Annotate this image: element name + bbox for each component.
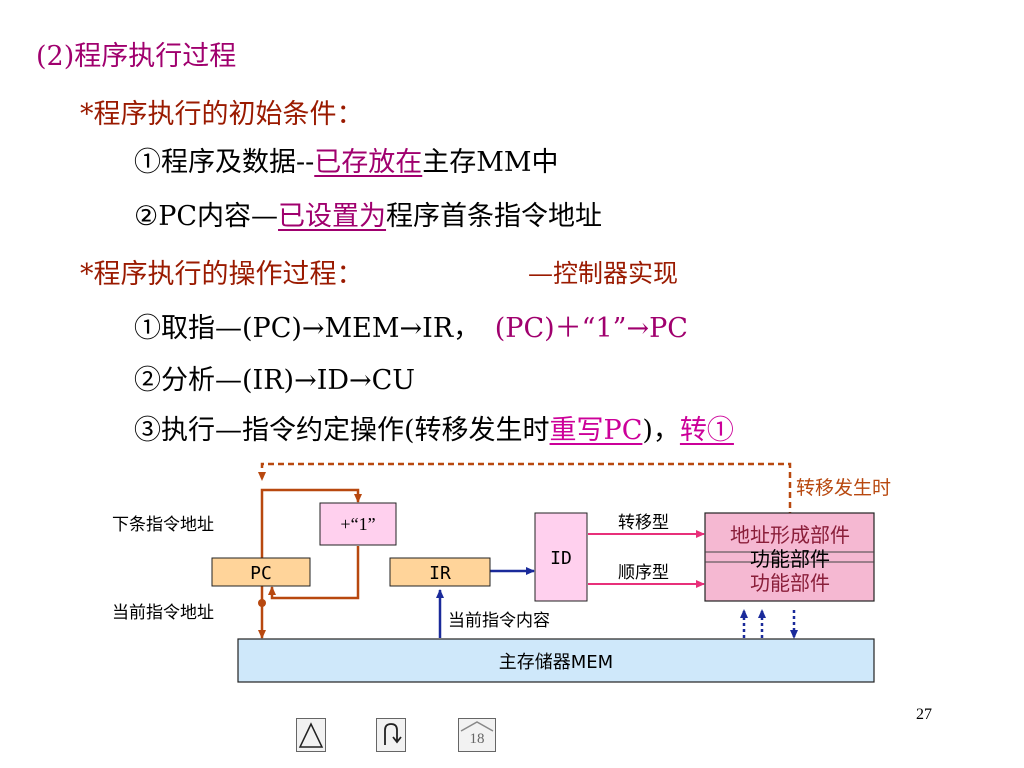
slide-index-label: 18 [469, 731, 485, 747]
fetch-c: IR， [422, 313, 481, 344]
initial-line-2-c: 程序首条指令地址 [386, 201, 603, 232]
arrow-icon: → [349, 365, 372, 396]
fetch-a: ①取指—(PC) [134, 313, 302, 344]
initial-line-1: ①程序及数据--已存放在主存MM中 [134, 140, 559, 179]
junction-dot [258, 599, 266, 607]
next-address-label: 下条指令地址 [112, 515, 214, 535]
initial-line-1-b: 已存放在 [314, 147, 423, 178]
function-unit-label-1: 功能部件 [750, 547, 830, 571]
ir-label: IR [429, 563, 451, 584]
section-heading: (2)程序执行过程 [36, 41, 237, 72]
plus-one-box [319, 502, 397, 546]
memory-label: 主存储器MEM [499, 652, 613, 673]
execute-d: )， [642, 415, 680, 446]
execute-line: ③执行—指令约定操作(转移发生时重写PC)，转① [134, 408, 734, 447]
branch-label: 转移型 [618, 513, 669, 533]
nav-return-button[interactable] [376, 718, 406, 752]
execute-e: 转① [679, 415, 734, 446]
nav-slide-index-button[interactable]: 18 [458, 718, 496, 752]
initial-line-2-a: ②PC内容— [134, 201, 279, 232]
initial-line-2: ②PC内容—已设置为程序首条指令地址 [134, 194, 602, 233]
unit-stack-box [704, 512, 875, 602]
plus-one-label: +“1” [340, 514, 375, 534]
arrow-icon: → [399, 313, 423, 344]
id-label: ID [550, 548, 572, 569]
fetch-line: ①取指—(PC)→MEM→IR， (PC)＋“1”→PC [134, 306, 688, 345]
jump-feedback-line [258, 462, 792, 598]
pc-to-plus-one-line [260, 488, 362, 558]
initial-conditions-title: *程序执行的初始条件： [80, 99, 364, 130]
jump-label: 转移发生时 [796, 477, 891, 499]
triangle-up-icon [298, 722, 324, 748]
page-number: 27 [916, 706, 932, 723]
address-unit-label: 地址形成部件 [730, 523, 850, 547]
fetch-b: MEM [324, 313, 400, 344]
analyze-a: ②分析—(IR) [134, 365, 295, 396]
ir-box [389, 557, 491, 587]
execute-b: 指令约定操作(转移发生时 [242, 415, 550, 446]
arrow-icon: → [301, 313, 325, 344]
current-address-label: 当前指令地址 [112, 603, 214, 623]
analyze-b: ID [316, 365, 350, 396]
pc-box [211, 557, 311, 587]
plus-one-to-pc-line [268, 546, 360, 600]
execute-a: ③执行— [134, 415, 242, 446]
nav-previous-button[interactable] [296, 718, 326, 752]
return-icon [384, 723, 402, 745]
arrow-icon: → [294, 365, 317, 396]
memory-box [237, 638, 875, 683]
execute-c: 重写PC [549, 415, 643, 446]
analyze-c: CU [371, 365, 416, 396]
analyze-line: ②分析—(IR)→ID→CU [134, 358, 415, 397]
process-title: *程序执行的操作过程： [80, 259, 364, 290]
fetch-d: (PC)＋“1” [494, 313, 627, 344]
current-content-label: 当前指令内容 [448, 611, 550, 631]
initial-line-1-c: 主存MM中 [422, 147, 559, 178]
sequential-label: 顺序型 [618, 563, 669, 583]
pc-label: PC [250, 563, 272, 584]
home-icon [460, 721, 494, 732]
id-box [534, 512, 588, 602]
arrow-icon: → [626, 313, 650, 344]
initial-line-2-b: 已设置为 [278, 201, 387, 232]
initial-line-1-a: ①程序及数据-- [134, 147, 315, 178]
process-note: —控制器实现 [528, 259, 679, 288]
fetch-e: PC [649, 313, 688, 344]
function-unit-label-2: 功能部件 [750, 571, 830, 595]
